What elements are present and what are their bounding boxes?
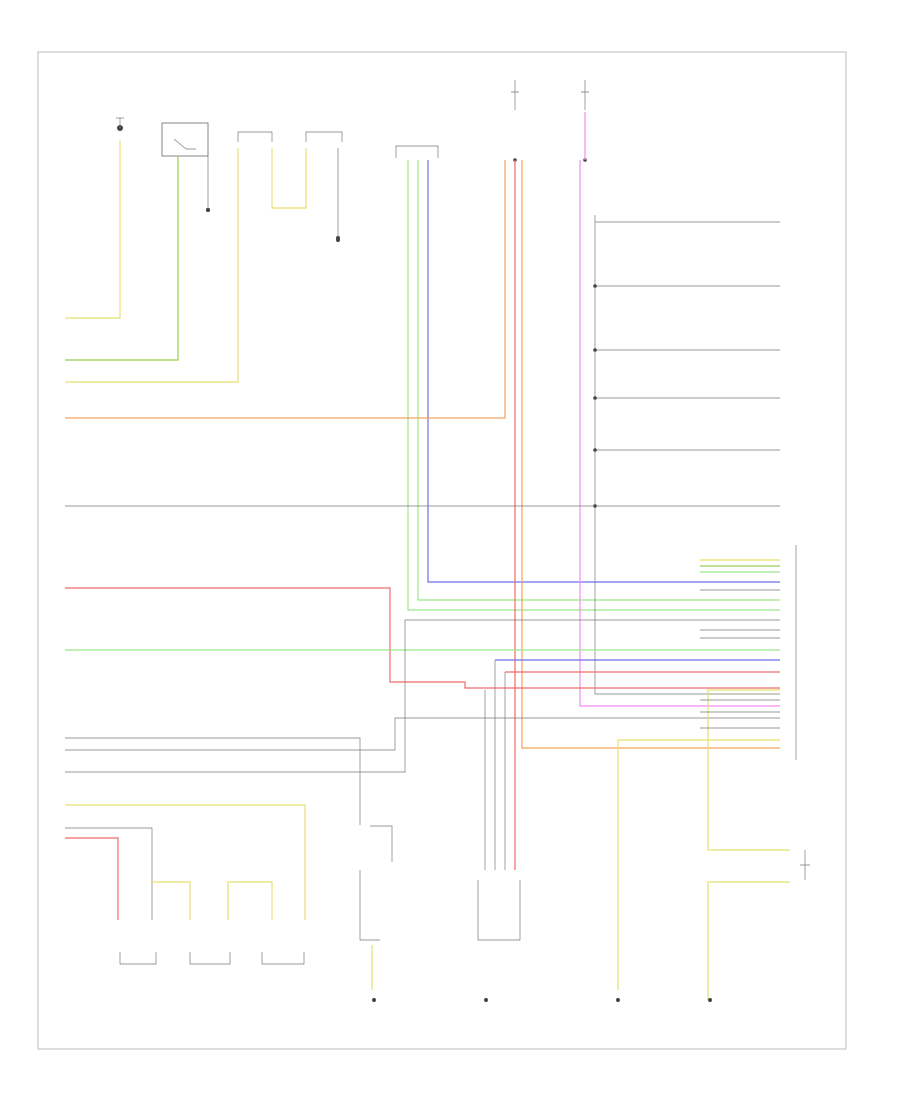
diagram-frame (37, 51, 847, 1050)
component-top-1 (116, 117, 124, 131)
ground-symbol-5 (708, 998, 712, 1002)
component-lower-2 (189, 952, 231, 965)
wire-relay (359, 825, 393, 941)
wire-yellow-gnd-3 (707, 881, 790, 1000)
wire-gray-lower-1 (65, 827, 153, 920)
wire-yellow-lower-2 (152, 881, 191, 920)
wire-gray-2 (65, 737, 361, 825)
wire-blue-top (427, 160, 780, 583)
wire-yellow-lower-1 (65, 804, 306, 920)
wire-yellow-2 (65, 148, 239, 383)
wire-gray-3 (65, 717, 780, 751)
ground-symbol-1 (336, 238, 340, 242)
wire-gray-6 (494, 660, 506, 870)
wire-lightgreen-1 (407, 160, 780, 611)
wire-lightgreen-2 (417, 160, 780, 601)
wire-gray-4 (65, 619, 780, 773)
component-sensor-b (305, 131, 343, 142)
wire-red-2 (65, 587, 780, 689)
ground-symbol-4 (616, 998, 620, 1002)
component-sensor-a (237, 131, 273, 142)
wire-yellow-gnd-2 (617, 739, 780, 990)
wire-orange-2 (521, 160, 780, 749)
wire-bus-gray (594, 215, 780, 695)
ground-symbol-3 (484, 998, 488, 1002)
wire-red-lower (65, 837, 119, 920)
component-switch-box (161, 122, 209, 157)
wire-yellow-1 (65, 140, 121, 319)
connector-lower-middle (477, 880, 521, 941)
ground-symbol-2 (372, 998, 376, 1002)
wire-pink-1 (579, 112, 780, 707)
wire-yellow-lower-3 (227, 881, 273, 920)
component-connector-top (395, 145, 439, 158)
component-lower-1 (119, 952, 157, 965)
wire-green-1 (65, 156, 179, 361)
wire-yellow-3 (271, 148, 307, 209)
component-fuse-1 (511, 80, 519, 162)
connector-right (700, 545, 797, 760)
wire-yellow-right (707, 689, 790, 851)
component-lower-3 (261, 952, 305, 965)
wire-orange-1 (65, 160, 506, 419)
component-right-lower (800, 850, 810, 880)
ground-symbol-6 (206, 208, 210, 212)
